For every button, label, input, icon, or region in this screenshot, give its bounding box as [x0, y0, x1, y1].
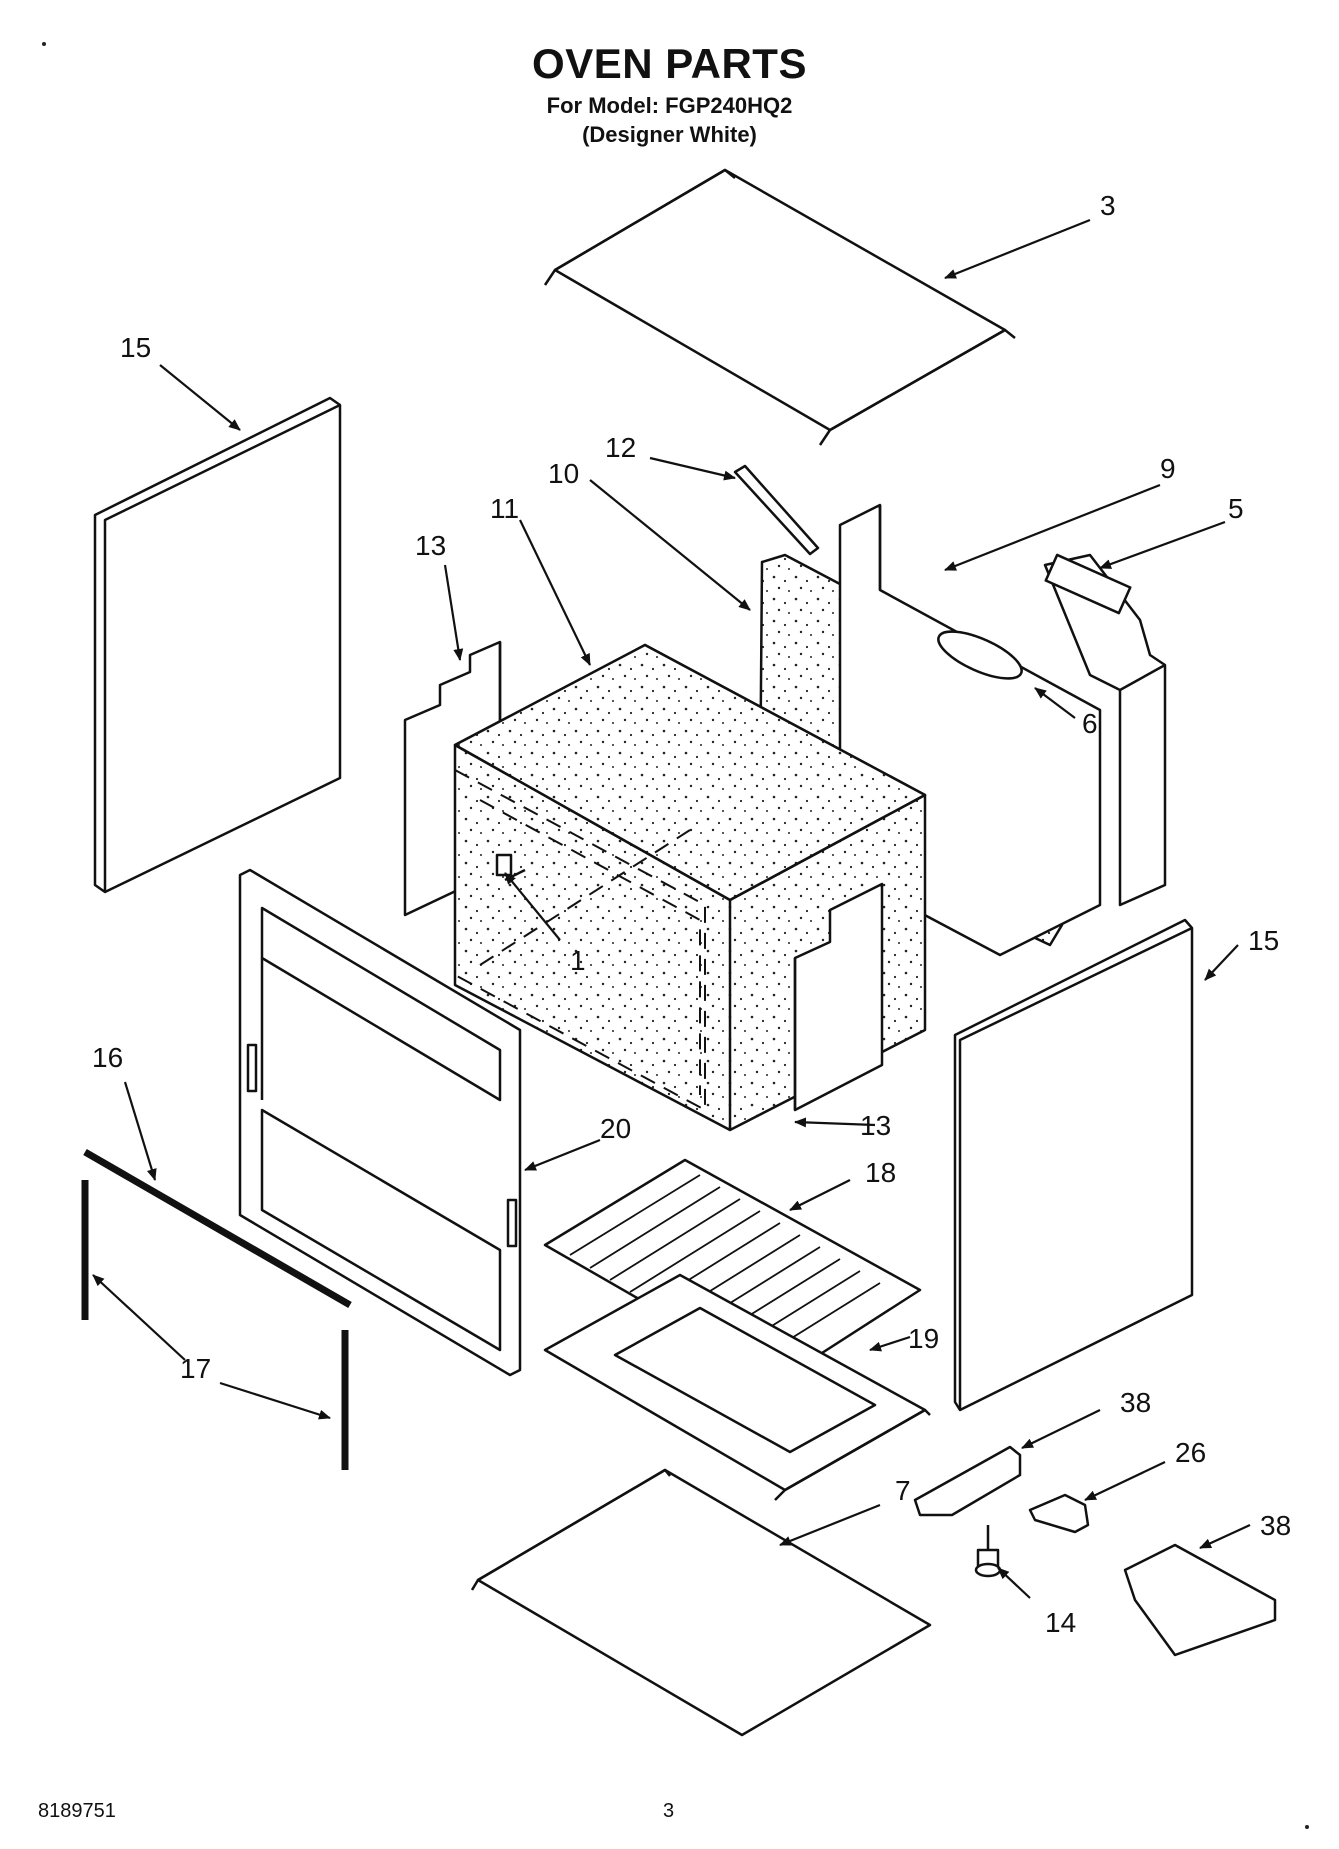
callout-9: 9 — [1160, 453, 1176, 484]
oven-front-frame — [238, 868, 522, 1377]
gasket-16 — [83, 1148, 352, 1309]
callout-38b: 38 — [1260, 1510, 1291, 1541]
callout-15: 15 — [120, 332, 151, 363]
document-number: 8189751 — [38, 1800, 116, 1822]
callout-17: 17 — [180, 1353, 211, 1384]
bracket-38-lower — [1123, 1543, 1277, 1657]
callout-15b: 15 — [1248, 925, 1279, 956]
callout-13b: 13 — [860, 1110, 891, 1141]
callout-38: 38 — [1120, 1387, 1151, 1418]
side-panel-right — [953, 918, 1194, 1412]
page-number: 3 — [663, 1800, 675, 1822]
corner-mark-top — [42, 42, 46, 46]
clip-26 — [1028, 1493, 1090, 1534]
callout-16: 16 — [92, 1042, 123, 1073]
callout-10: 10 — [548, 458, 579, 489]
oven-cavity — [454, 769, 706, 1111]
callout-19: 19 — [908, 1323, 939, 1354]
callout-3: 3 — [1100, 190, 1116, 221]
callout-12: 12 — [605, 432, 636, 463]
top-panel — [543, 168, 1016, 446]
vent-insert — [937, 630, 1023, 680]
gasket-17 — [81, 1180, 349, 1470]
model-line: For Model: FGP240HQ2 — [546, 93, 793, 118]
corner-mark-bottom — [1305, 1825, 1309, 1829]
oven-bottom — [543, 1273, 931, 1501]
color-line: (Designer White) — [582, 122, 757, 147]
callout-6: 6 — [1082, 708, 1098, 739]
callout-26: 26 — [1175, 1437, 1206, 1468]
strip-12 — [733, 464, 820, 556]
callout-11: 11 — [490, 493, 519, 524]
bracket-38-upper — [913, 1445, 1022, 1517]
callout-7: 7 — [895, 1475, 911, 1506]
retainer-right — [793, 882, 884, 1112]
oven-burner — [543, 1158, 922, 1382]
side-panel-left — [93, 396, 342, 894]
callout-5: 5 — [1228, 493, 1244, 524]
leveling-leg-14 — [974, 1525, 1002, 1578]
callout-20: 20 — [600, 1113, 631, 1144]
lower-panel — [470, 1468, 932, 1737]
callout-14: 14 — [1045, 1607, 1076, 1638]
callout-18: 18 — [865, 1157, 896, 1188]
leader-arrows — [92, 218, 1251, 1599]
page-title: OVEN PARTS — [532, 40, 807, 87]
vent-duct — [1043, 553, 1167, 907]
callout-1: 1 — [570, 945, 586, 976]
callout-labels: 3 15 12 10 9 5 11 13 6 1 15 16 20 13 18 … — [92, 190, 1291, 1638]
callout-13: 13 — [415, 530, 446, 561]
